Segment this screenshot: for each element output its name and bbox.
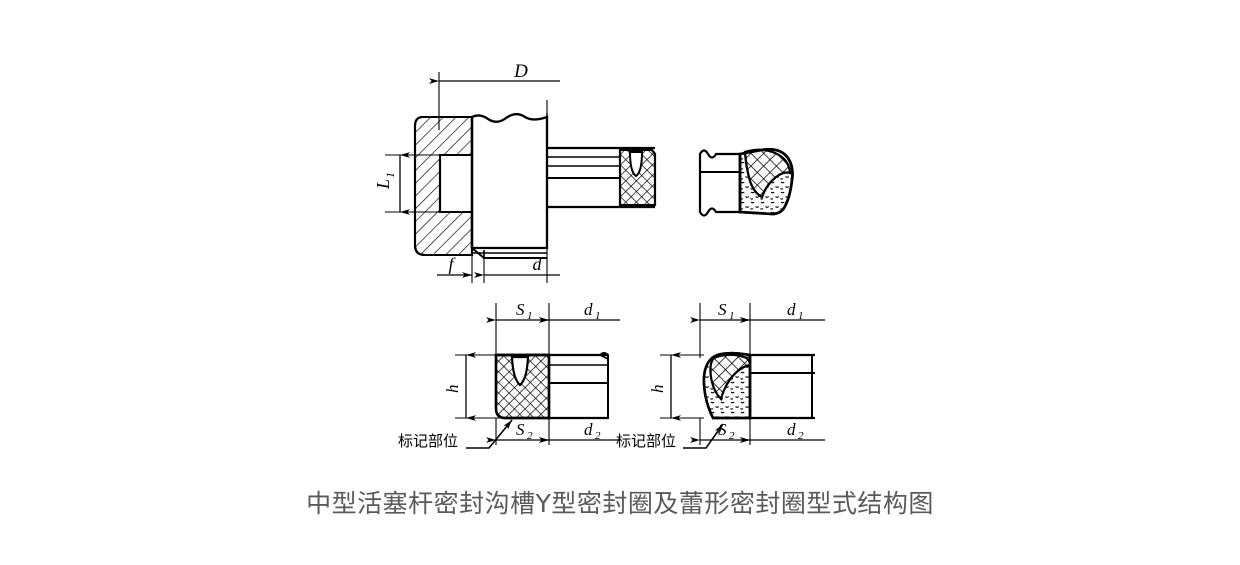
y-marking-callout: 标记部位	[398, 419, 513, 450]
y-dimension-label-d1-sub: 1	[595, 310, 601, 322]
bud-seal-groove-view: S 1 d 1 h S 2	[616, 300, 825, 450]
bud-dimension-label-S1-sub: 1	[729, 310, 735, 322]
dimension-label-L1: L	[373, 179, 393, 190]
bud-mating-part	[698, 149, 742, 217]
bud-seal-section-view	[698, 148, 794, 217]
bud-dimension-d2: d 2	[740, 420, 825, 443]
y-seal-groove-view: S 1 d 1 h S 2	[398, 300, 620, 450]
bud-dimension-label-d1: d	[787, 300, 796, 319]
bud-dimension-h: h	[648, 352, 681, 421]
y-dimension-d2: d 2	[539, 420, 620, 443]
y-dimension-d1: d 1	[539, 300, 620, 323]
assembly-y-seal	[618, 148, 657, 207]
dimension-label-d: d	[533, 254, 543, 274]
dimension-d: d	[474, 254, 560, 278]
y-dimension-label-d2-sub: 2	[595, 430, 601, 442]
dimension-label-f: f	[448, 254, 456, 274]
assembly-view: D L 1 f d	[373, 61, 657, 283]
dimension-D: D	[429, 61, 560, 84]
seal-housing-lines	[546, 146, 655, 209]
dimension-L1: L 1	[373, 152, 410, 215]
bud-dimension-label-d2-sub: 2	[798, 430, 804, 442]
bud-dimension-label-S1: S	[718, 300, 727, 319]
y-marking-label: 标记部位	[398, 432, 458, 450]
bud-groove-mating-body	[749, 353, 815, 420]
y-dimension-label-S2: S	[516, 420, 525, 439]
y-dimension-label-d1: d	[584, 300, 593, 319]
piston-rod	[470, 113, 549, 259]
y-dimension-label-d2: d	[584, 420, 593, 439]
bud-marking-callout: 标记部位	[616, 423, 724, 450]
dimension-label-D: D	[513, 61, 528, 82]
y-dimension-label-h: h	[443, 385, 462, 394]
bud-marking-label: 标记部位	[616, 432, 676, 450]
bud-dimension-d1: d 1	[740, 300, 825, 323]
y-seal-body	[494, 353, 551, 420]
y-dimension-h: h	[443, 352, 476, 421]
y-dimension-label-S1-sub: 1	[527, 310, 533, 322]
y-groove-mating-body	[548, 352, 609, 420]
dimension-f: f	[437, 254, 472, 278]
y-dimension-label-S2-sub: 2	[527, 430, 533, 442]
dimension-label-L1-sub: 1	[383, 172, 397, 178]
bud-dimension-label-d1-sub: 1	[798, 310, 804, 322]
bud-groove-seal-body	[702, 351, 752, 420]
bud-seal-fabric-cap	[743, 148, 792, 199]
bud-dimension-label-h: h	[648, 385, 667, 394]
bud-dimension-label-S2-sub: 2	[729, 430, 735, 442]
gland-flange-section	[413, 115, 474, 257]
bud-dimension-label-d2: d	[787, 420, 796, 439]
y-dimension-label-S1: S	[516, 300, 525, 319]
